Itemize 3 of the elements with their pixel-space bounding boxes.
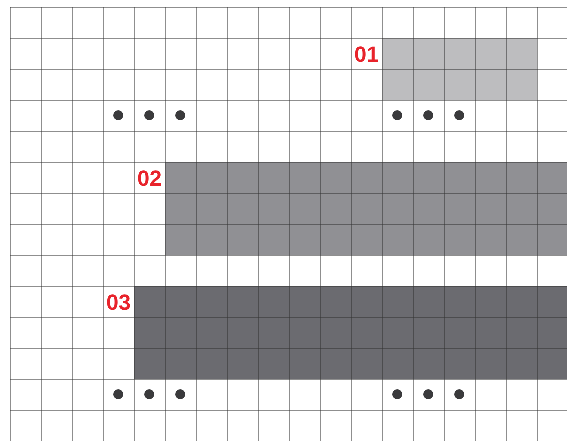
band-number: 01 (354, 44, 379, 66)
band-number: 03 (106, 292, 131, 314)
band-number: 02 (138, 168, 162, 190)
